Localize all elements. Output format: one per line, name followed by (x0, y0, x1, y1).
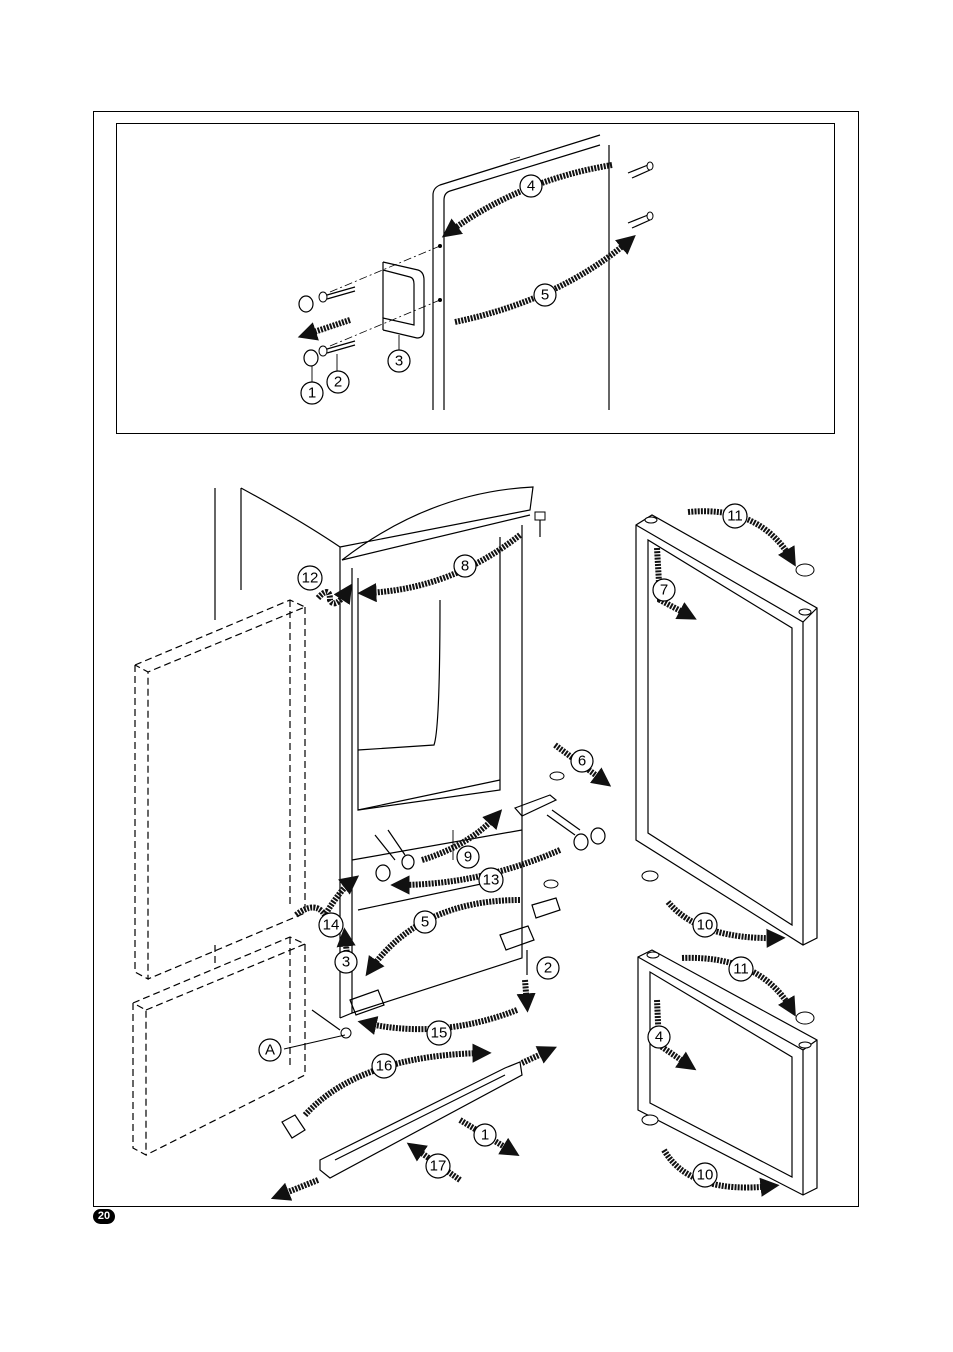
label-top-3: 3 (388, 350, 410, 372)
label-b-17: 17 (426, 1154, 450, 1178)
leader-A (284, 1035, 345, 1049)
label-b-4: 4 (648, 1026, 670, 1048)
svg-text:11: 11 (727, 508, 743, 525)
svg-text:2: 2 (544, 960, 552, 977)
door-handle-icon (383, 262, 424, 338)
label-b-12: 12 (298, 566, 322, 590)
svg-text:1: 1 (308, 385, 316, 402)
arrow-remove-handle (305, 320, 350, 335)
svg-text:10: 10 (697, 1167, 714, 1184)
svg-text:11: 11 (733, 961, 749, 978)
svg-text:10: 10 (697, 917, 714, 934)
svg-text:17: 17 (430, 1158, 447, 1175)
removed-doors-dashed (133, 600, 305, 1155)
label-b-11b: 11 (729, 957, 753, 981)
label-b-6: 6 (571, 750, 593, 772)
page-number: 20 (93, 1209, 115, 1224)
label-b-11a: 11 (723, 504, 747, 528)
hole-upper (438, 244, 442, 248)
svg-text:9: 9 (464, 849, 472, 866)
svg-text:5: 5 (421, 914, 429, 931)
label-b-5: 5 (414, 911, 436, 933)
svg-text:4: 4 (527, 178, 535, 195)
svg-text:13: 13 (483, 872, 500, 889)
label-b-2: 2 (537, 957, 559, 979)
label-top-4: 4 (520, 175, 542, 197)
label-b-A: A (259, 1039, 281, 1061)
label-top-2: 2 (327, 371, 349, 393)
svg-text:5: 5 (541, 287, 549, 304)
cabinet-body (215, 487, 533, 1030)
svg-text:15: 15 (431, 1025, 448, 1042)
svg-text:8: 8 (461, 558, 469, 575)
svg-text:14: 14 (323, 917, 340, 934)
svg-text:16: 16 (376, 1058, 393, 1075)
label-b-1: 1 (474, 1124, 496, 1146)
svg-text:A: A (265, 1042, 275, 1059)
label-b-9: 9 (457, 846, 479, 868)
label-b-3: 3 (335, 951, 357, 973)
label-b-7: 7 (653, 579, 675, 601)
label-top-1: 1 (301, 382, 323, 404)
label-b-16: 16 (372, 1054, 396, 1078)
label-top-5: 5 (534, 284, 556, 306)
bottom-arrows (278, 511, 792, 1196)
label-b-8: 8 (454, 555, 476, 577)
svg-text:3: 3 (395, 353, 403, 370)
label-b-10a: 10 (693, 913, 717, 937)
svg-text:2: 2 (334, 374, 342, 391)
cover-cap-icon (282, 564, 814, 1138)
lower-door-right (638, 950, 817, 1195)
label-b-10b: 10 (693, 1163, 717, 1187)
svg-text:12: 12 (302, 570, 319, 587)
label-b-15: 15 (427, 1021, 451, 1045)
svg-text:1: 1 (481, 1127, 489, 1144)
hole-lower (438, 298, 442, 302)
screw-icon (628, 162, 653, 228)
svg-text:4: 4 (655, 1029, 663, 1046)
label-b-13: 13 (479, 868, 503, 892)
svg-text:7: 7 (660, 582, 668, 599)
label-b-14: 14 (319, 913, 343, 937)
svg-text:6: 6 (578, 753, 586, 770)
svg-text:3: 3 (342, 954, 350, 971)
arrow-5 (455, 240, 630, 322)
